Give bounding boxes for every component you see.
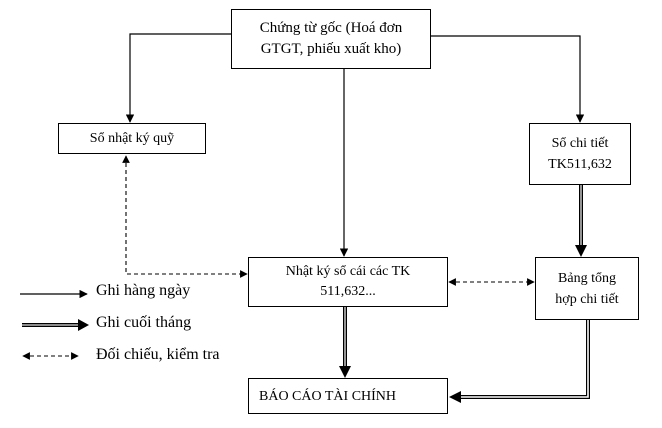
box-source-documents-line-1: Chứng từ gốc (Hoá đơn	[259, 20, 403, 36]
edge-journal-to-report	[339, 307, 351, 378]
edge-source-to-cash-journal	[125, 33, 231, 123]
edge-source-to-detail-ledger	[431, 35, 585, 123]
legend-month-end-line-icon	[22, 319, 89, 331]
box-general-journal-line-1: Nhật ký sổ cái các TK	[285, 264, 411, 279]
box-detail-ledger-line-1: Sổ chi tiết	[551, 136, 609, 151]
legend-month-end-label: Ghi cuối tháng	[96, 314, 192, 331]
box-source-documents: Chứng từ gốc (Hoá đơn GTGT, phiếu xuất k…	[231, 9, 431, 69]
edge-summary-to-report	[449, 320, 590, 403]
box-general-journal-ledger: Nhật ký sổ cái các TK 511,632...	[248, 257, 448, 307]
box-detail-summary-line-1: Bảng tổng	[558, 270, 616, 286]
box-detail-summary-line-2: hợp chi tiết	[555, 291, 619, 307]
legend-reconcile-label: Đối chiếu, kiểm tra	[96, 346, 220, 363]
box-detail-summary: Bảng tổng hợp chi tiết	[535, 257, 639, 320]
box-cash-journal: Sổ nhật ký quỹ	[58, 123, 206, 154]
box-detail-ledger-line-2: TK511,632	[548, 157, 612, 172]
box-source-documents-line-2: GTGT, phiếu xuất kho)	[260, 41, 402, 57]
box-financial-report-label: BÁO CÁO TÀI CHÍNH	[259, 388, 397, 404]
box-financial-report: BÁO CÁO TÀI CHÍNH	[248, 378, 448, 414]
box-cash-journal-label: Sổ nhật ký quỹ	[89, 131, 175, 146]
edge-cash-journal-journal-reconcile	[122, 155, 248, 278]
edge-detail-ledger-to-summary	[575, 185, 587, 257]
legend-daily-label: Ghi hàng ngày	[96, 282, 191, 299]
box-general-journal-line-2: 511,632...	[320, 284, 376, 299]
box-detail-ledger: Sổ chi tiết TK511,632	[529, 123, 631, 185]
